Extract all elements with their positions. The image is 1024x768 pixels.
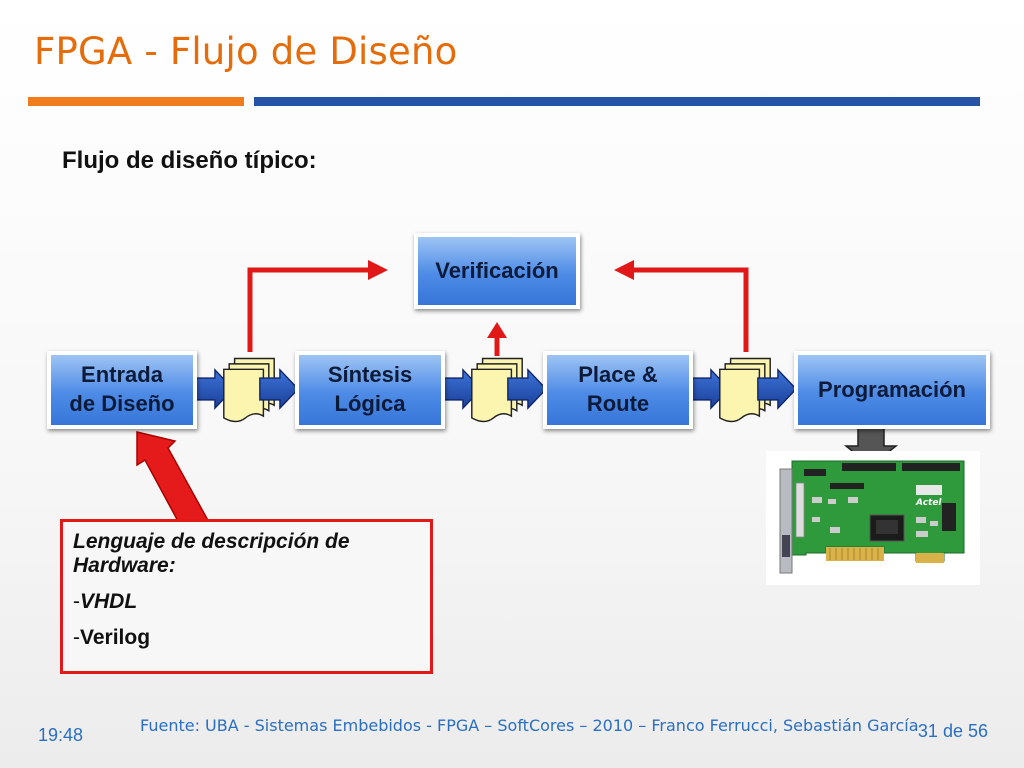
- title-underline-orange: [28, 97, 244, 106]
- feedback-arrow-left: [247, 260, 388, 352]
- slide-title: FPGA - Flujo de Diseño: [34, 30, 458, 73]
- flow-box-label-line2: de Diseño: [69, 391, 175, 416]
- flow-box-label-line2: Lógica: [334, 391, 406, 416]
- hdl-language-box: Lenguaje de descripción de Hardware: -VH…: [60, 519, 433, 674]
- flow-box-label: Verificación: [435, 257, 559, 283]
- title-underline-blue: [254, 97, 980, 106]
- flow-box-label: Programación: [818, 376, 966, 402]
- fpga-board-icon: Actel: [779, 460, 965, 574]
- flow-box-label-line2: Route: [586, 391, 650, 416]
- board-brand-label: Actel: [915, 498, 942, 508]
- flow-box-verificacion: Verificación: [414, 233, 580, 309]
- hdl-item-dash: -: [73, 590, 80, 613]
- feedback-arrow-center: [487, 322, 507, 356]
- flow-box-label-line1: Place &: [578, 362, 658, 388]
- connector-place-programacion: [690, 357, 797, 423]
- footer-time: 19:48: [38, 725, 84, 745]
- connector-entrada-sintesis: [194, 357, 299, 423]
- footer-page-number: 31 de 56: [917, 721, 988, 741]
- connector-sintesis-place: [442, 357, 547, 423]
- flow-box-entrada-diseno: Entrada de Diseño: [47, 351, 197, 429]
- flow-box-label-line1: Síntesis: [327, 362, 413, 388]
- flow-box-programacion: Programación: [794, 351, 990, 429]
- hdl-item-text: VHDL: [80, 590, 138, 613]
- footer-source: Fuente: UBA - Sistemas Embebidos - FPGA …: [140, 716, 919, 735]
- hdl-item-verilog: -Verilog: [73, 626, 420, 650]
- hdl-item-text: Verilog: [80, 626, 151, 649]
- hdl-item-dash: -: [73, 626, 80, 649]
- hdl-item-vhdl: -VHDL: [73, 590, 420, 614]
- hdl-title: Lenguaje de descripción de Hardware:: [73, 530, 350, 577]
- flow-box-sintesis-logica: Síntesis Lógica: [295, 351, 445, 429]
- fpga-board-photo: Actel: [766, 451, 980, 585]
- flow-box-label-line1: Entrada: [81, 362, 163, 388]
- feedback-arrow-right: [614, 260, 749, 352]
- flow-box-place-route: Place & Route: [543, 351, 693, 429]
- slide-subtitle: Flujo de diseño típico:: [62, 147, 317, 174]
